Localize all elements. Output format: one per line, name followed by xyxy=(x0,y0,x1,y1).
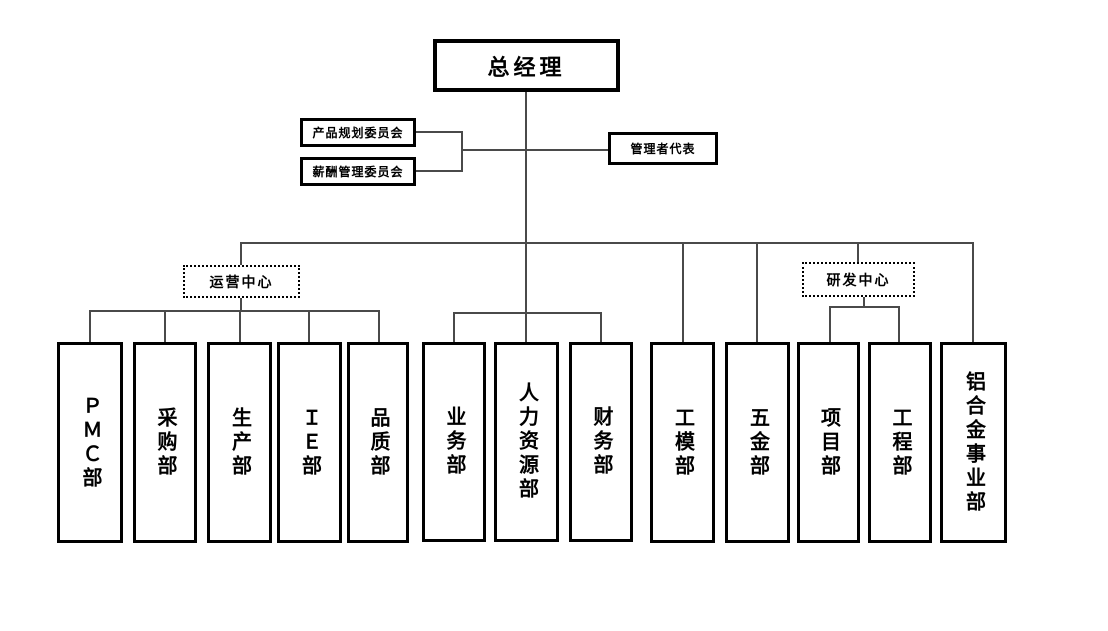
connector-ops-drop-1 xyxy=(89,310,91,343)
connector-rnd-bracket xyxy=(829,306,900,308)
connector-mid-bracket xyxy=(453,312,602,314)
connector-mgmt-rep xyxy=(461,149,608,151)
connector-rnd-out xyxy=(863,297,865,308)
connector-rnd-drop-2 xyxy=(898,306,900,343)
node-dept-finance: 财务部 xyxy=(569,342,633,542)
node-committee-compensation: 薪酬管理委员会 xyxy=(300,157,416,186)
dept-label: 生产部 xyxy=(228,406,251,479)
dept-label: 五金部 xyxy=(746,406,769,479)
connector-ops-bracket xyxy=(89,310,380,312)
node-dept-project: 项目部 xyxy=(797,342,860,543)
node-operations-center: 运营中心 xyxy=(183,265,300,298)
dept-label: 铝合金事业部 xyxy=(962,370,985,515)
connector-mid-drop-3 xyxy=(600,312,602,343)
dept-label: 财务部 xyxy=(590,406,612,478)
node-dept-purchasing: 采购部 xyxy=(133,342,197,543)
dept-label: 人力资源部 xyxy=(515,382,538,502)
dept-label: 工程部 xyxy=(889,406,911,479)
node-committee-product-planning: 产品规划委员会 xyxy=(300,118,416,147)
connector-ops-out xyxy=(240,298,242,311)
connector-ops-drop-2 xyxy=(164,310,166,343)
dept-label: 项目部 xyxy=(817,406,840,479)
node-rnd-center: 研发中心 xyxy=(802,262,915,297)
node-dept-production: 生产部 xyxy=(207,342,272,543)
dept-label: ＩＥ部 xyxy=(298,406,321,479)
node-dept-ie: ＩＥ部 xyxy=(277,342,342,543)
connector-drop-hardware xyxy=(756,242,758,343)
connector-mid-drop-1 xyxy=(453,312,455,343)
connector-gm-vertical xyxy=(525,91,527,313)
connector-ops-drop-3 xyxy=(239,310,241,343)
dept-label: 业务部 xyxy=(443,406,465,478)
dept-label: 工模部 xyxy=(671,406,694,479)
connector-rnd-drop-1 xyxy=(829,306,831,343)
connector-drop-tooling xyxy=(682,242,684,343)
connector-ops-drop-5 xyxy=(378,310,380,343)
connector-main-horizontal xyxy=(240,242,974,244)
node-dept-pmc: ＰＭＣ部 xyxy=(57,342,123,543)
node-management-representative: 管理者代表 xyxy=(608,132,718,165)
connector-drop-aluminum xyxy=(972,242,974,343)
connector-committee2-stub xyxy=(416,170,462,172)
connector-mid-drop-2 xyxy=(525,312,527,343)
node-dept-engineering: 工程部 xyxy=(868,342,932,543)
node-general-manager: 总经理 xyxy=(433,39,620,92)
node-dept-quality: 品质部 xyxy=(347,342,409,543)
node-dept-aluminum: 铝合金事业部 xyxy=(940,342,1007,543)
dept-label: 品质部 xyxy=(367,406,389,479)
connector-drop-rnd-center xyxy=(857,242,859,263)
node-dept-hardware: 五金部 xyxy=(725,342,790,543)
dept-label: ＰＭＣ部 xyxy=(79,394,101,491)
node-dept-hr: 人力资源部 xyxy=(494,342,559,542)
connector-drop-ops-center xyxy=(240,242,242,266)
connector-ops-drop-4 xyxy=(308,310,310,343)
dept-label: 采购部 xyxy=(154,406,176,479)
node-dept-tooling: 工模部 xyxy=(650,342,715,543)
node-dept-business: 业务部 xyxy=(422,342,486,542)
connector-committee1-stub xyxy=(416,131,462,133)
connector-committee-junction xyxy=(461,131,463,172)
